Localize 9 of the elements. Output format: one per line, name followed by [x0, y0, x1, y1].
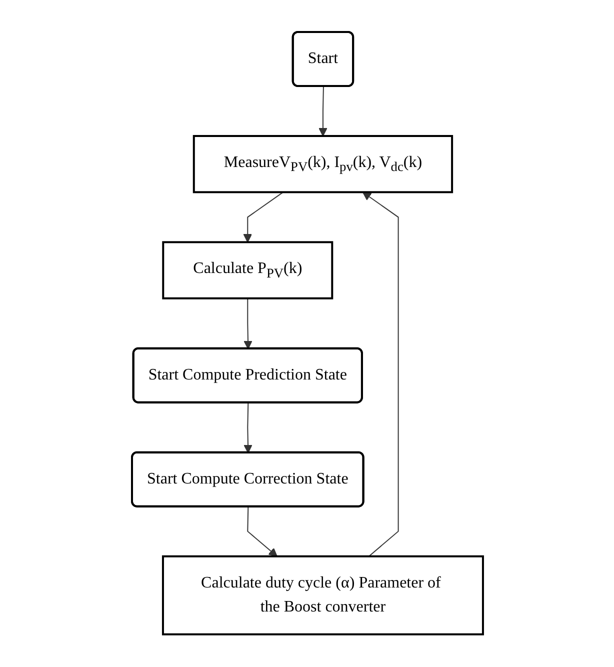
arrow — [362, 192, 398, 558]
node-box: Calculate duty cycle (α) Parameter of the Boost converter — [162, 556, 484, 636]
arrow — [318, 86, 327, 137]
node-box: Calculate P$_{PV}$(k) — [162, 242, 333, 300]
node-box: MeasureV$_{PV}$(k), I$_{pv}$(k), V$_{dc}$(k) — [192, 135, 453, 194]
arrow — [246, 506, 277, 558]
arrow — [242, 192, 284, 243]
arrow — [243, 402, 252, 454]
arrow — [243, 298, 252, 350]
